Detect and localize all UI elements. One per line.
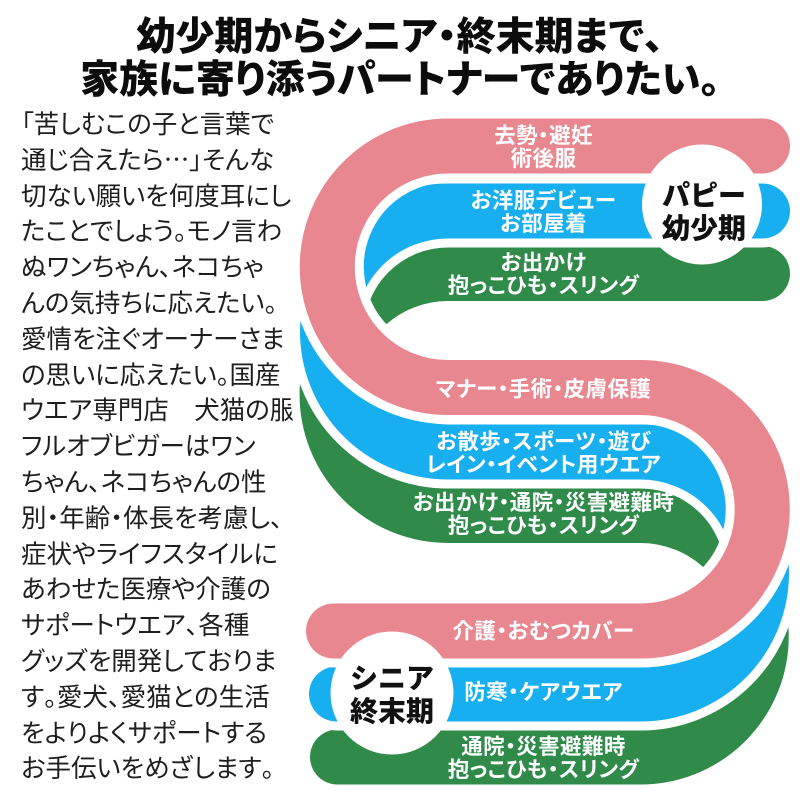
puppy-stage-label-line2: 幼少期 (661, 206, 747, 247)
stage-band-label-care: 介護・おむつカバー (453, 618, 635, 641)
page-title: 幼少期からシニア・終末期まで、家族に寄り添うパートナーでありたい。 (0, 5, 800, 105)
band-label-line: 通院・災害避難時 (461, 729, 626, 761)
stage-band-label-warm: 防寒・ケアウエア (464, 680, 623, 703)
band-label-line: レイン・イベント用ウエア (425, 448, 662, 479)
stage-band-label-debut: お洋服デビューお部屋着 (471, 188, 617, 234)
band-label-line: お部屋着 (500, 207, 587, 238)
band-label-line: 抱っこひも・スリング (447, 508, 640, 540)
stage-band-label-sports: お散歩・スポーツ・遊びレイン・イベント用ウエア (426, 429, 661, 475)
senior-stage-label: シニア終末期 (349, 656, 435, 730)
stage-band-label-manner: マナー・手術・皮膚保護 (436, 376, 652, 399)
stage-band-label-spay: 去勢・避妊術後服 (494, 123, 593, 169)
page-title-line1: 幼少期からシニア・終末期まで、 (136, 5, 664, 62)
band-label-line: 介護・おむつカバー (452, 614, 635, 645)
puppy-stage-label-line1: パピー (661, 173, 747, 214)
band-label-line: お散歩・スポーツ・遊び (436, 425, 651, 456)
band-label-line: 抱っこひも・スリング (447, 269, 640, 300)
senior-stage-label-line2: 終末期 (349, 689, 435, 730)
intro-paragraph: 「苦しむこの子と言葉で 通じ合えたら…」そんな 切ない願いを何度耳にし たことで… (21, 104, 296, 786)
ribbon-pink-path (299, 118, 790, 659)
page-title-line2: 家族に寄り添うパートナーでありたい。 (80, 48, 720, 105)
band-label-line: 術後服 (510, 142, 577, 173)
band-label-line: 抱っこひも・スリング (447, 752, 640, 784)
band-label-line: お出かけ・通院・災害避難時 (412, 485, 675, 517)
senior-stage-label-line1: シニア (349, 656, 435, 697)
senior-stage-circle (330, 631, 454, 755)
band-label-line: 防寒・ケアウエア (464, 675, 623, 707)
band-label-line: マナー・手術・皮膚保護 (435, 372, 652, 403)
puppy-stage-circle (642, 144, 762, 265)
band-label-line: お洋服デビュー (470, 184, 617, 215)
band-label-line: お出かけ (500, 246, 587, 277)
stage-band-label-outing2: お出かけ・通院・災害避難時抱っこひも・スリング (413, 490, 675, 536)
stage-band-label-hospital: 通院・災害避難時抱っこひも・スリング (448, 734, 639, 780)
band-label-line: 去勢・避妊 (494, 119, 593, 150)
ribbon-pink (290, 109, 799, 668)
stage-band-label-outing1: お出かけ抱っこひも・スリング (448, 250, 639, 296)
puppy-stage-label: パピー幼少期 (661, 173, 747, 247)
